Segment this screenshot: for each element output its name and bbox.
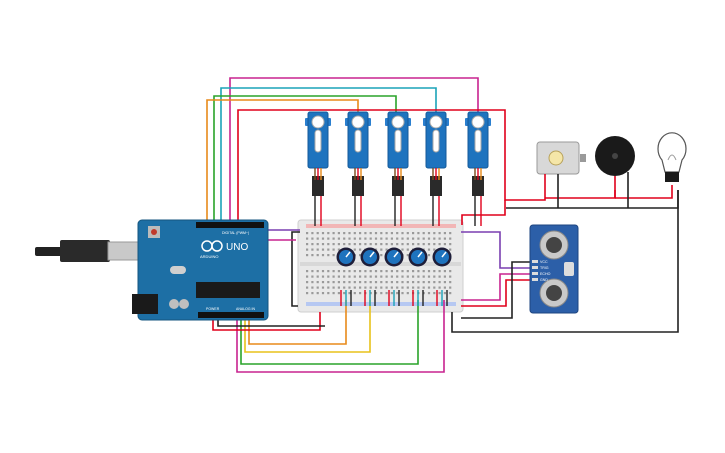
servo-motor[interactable] (423, 111, 449, 226)
wire-red-sensor (461, 279, 530, 307)
crystal (170, 266, 186, 274)
wire-orange-bottom (248, 300, 347, 345)
wire-red-bottom (212, 312, 321, 331)
sensor-crystal (564, 262, 574, 276)
wire-magenta-sensor (461, 273, 530, 301)
wire-red-bb (461, 200, 506, 225)
light-bulb[interactable] (657, 132, 687, 182)
wire-yellow-bottom (244, 300, 371, 353)
wire-black-left (291, 231, 300, 307)
wire-black-bulb-return (451, 190, 679, 333)
wire-black-bottom (217, 320, 325, 327)
wire-magenta-servo5 (229, 77, 479, 220)
board-header-power: POWER (206, 307, 220, 311)
wires (206, 77, 679, 373)
sensor-pin-label: ECHO (540, 272, 551, 276)
breadboard (297, 219, 464, 313)
ultrasonic-sensor[interactable]: VCC TRIG ECHO GND (529, 224, 579, 314)
wire-magenta-bottom (236, 300, 445, 373)
wire-purple-sensor (461, 231, 530, 269)
board-header-analog: ANALOG IN (236, 307, 256, 311)
board-header-digital: DIGITAL (PWM~) (222, 231, 249, 235)
wire-green-bottom (240, 300, 419, 365)
wire-orange-servo2 (206, 99, 359, 220)
sensor-transducer-top-core (546, 237, 562, 253)
sensor-pin-label: TRIG (540, 266, 549, 270)
atmega-chip (196, 282, 260, 298)
servo-motor[interactable] (465, 111, 491, 226)
reset-button-cap (151, 229, 157, 235)
servo-motor[interactable] (385, 111, 411, 226)
potentiometer[interactable] (408, 247, 428, 307)
potentiometer[interactable] (336, 247, 356, 307)
potentiometer-group (336, 247, 452, 307)
wire-teal-servo4 (220, 87, 437, 220)
potentiometer[interactable] (432, 247, 452, 307)
servo-motor[interactable] (345, 111, 371, 226)
servo-motor[interactable] (305, 111, 331, 226)
arduino-logo-icon (201, 240, 223, 252)
wire-red-bulb (615, 185, 673, 199)
sensor-pin-label: GND (540, 278, 548, 282)
wire-black-drops (557, 198, 629, 208)
potentiometer[interactable] (360, 247, 380, 307)
sensor-transducer-bottom-core (546, 285, 562, 301)
wire-red-top (237, 109, 318, 220)
wire-red-buzzer (545, 190, 616, 199)
power-jack (132, 294, 158, 314)
potentiometer[interactable] (384, 247, 404, 307)
servo-group (305, 111, 491, 226)
board-brand-text: ARDUINO (200, 254, 218, 259)
arduino-uno-board[interactable]: UNO ARDUINO DIGITAL (PWM~) POWER ANALOG … (35, 219, 269, 321)
capacitor-2 (179, 299, 189, 309)
board-logo-text: UNO (226, 242, 248, 253)
wire-black-loads (506, 190, 679, 209)
dc-motor[interactable] (536, 141, 586, 198)
piezo-buzzer[interactable] (595, 136, 635, 198)
wire-black-sensor (461, 261, 530, 319)
usb-cable (35, 240, 139, 262)
capacitor-1 (169, 299, 179, 309)
sensor-pin-label: VCC (540, 260, 548, 264)
sensor-pin-labels: VCC TRIG ECHO GND (532, 260, 551, 282)
wire-green-servo3 (213, 95, 397, 220)
